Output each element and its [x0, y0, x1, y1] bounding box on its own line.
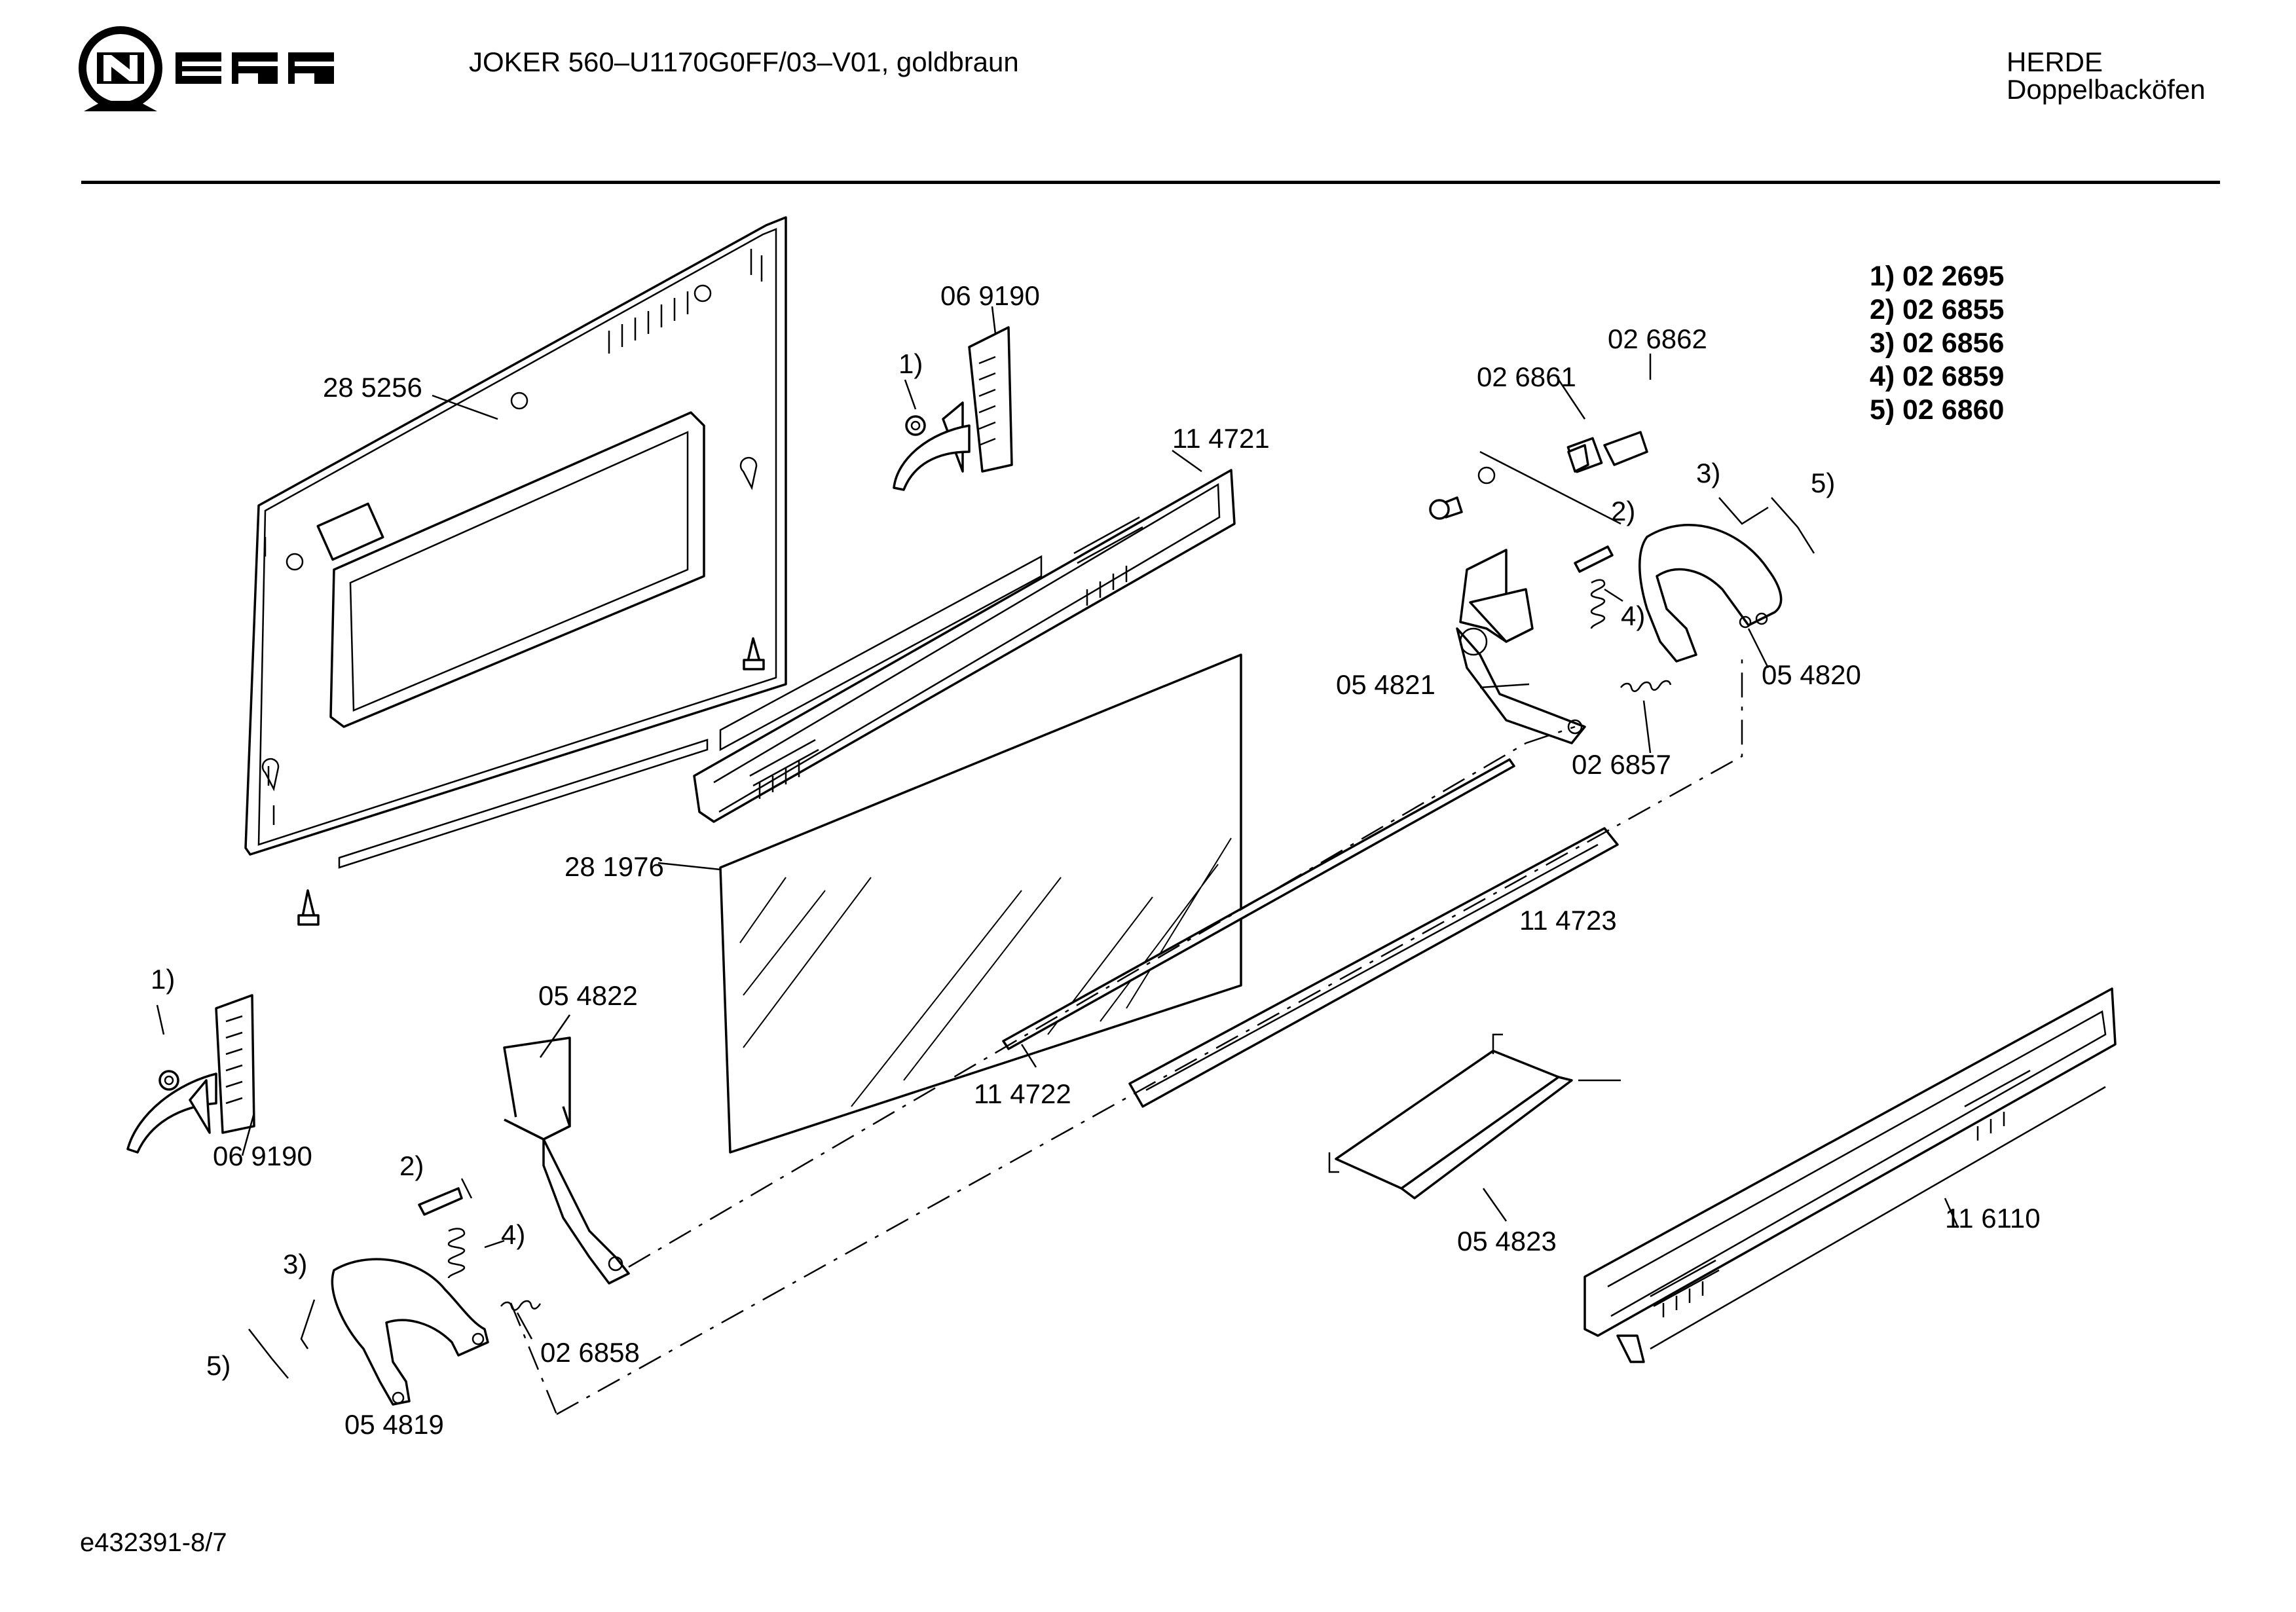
label-handle: 05 4823: [1457, 1226, 1557, 1256]
label-ref-5-right: 5): [1811, 467, 1835, 498]
hinge-top-part: [893, 326, 1013, 491]
door-panel-part: [244, 216, 787, 869]
document-code: e432391-8/7: [80, 1528, 227, 1557]
hinge-assembly-right-part: [1429, 431, 1815, 744]
handle-strip-top-part: [693, 469, 1236, 823]
label-ref-2-right: 2): [1611, 496, 1635, 526]
glass-pane-part: [719, 653, 1242, 1154]
label-ref-1-bottom: 1): [151, 964, 175, 995]
label-ref-3-left: 3): [283, 1249, 307, 1279]
label-bolt: 02 6862: [1608, 323, 1707, 354]
bottom-strip-part: [1583, 987, 2117, 1363]
label-hinge-arc-left: 05 4819: [344, 1409, 444, 1440]
legend-number: 02 6859: [1902, 361, 2004, 392]
label-ref-3-right: 3): [1696, 458, 1720, 488]
label-ref-2-left: 2): [399, 1150, 424, 1181]
label-cover-strip: 11 4723: [1519, 905, 1617, 936]
alignment-lines: [509, 655, 1743, 1416]
label-handle-strip-top: 11 4721: [1172, 423, 1270, 454]
label-bottom-strip: 11 6110: [1945, 1203, 2041, 1234]
legend-number: 02 2695: [1902, 261, 2004, 292]
legend-number: 02 6860: [1902, 394, 2004, 426]
label-hinge-bottom: 06 9190: [213, 1141, 312, 1171]
label-hinge-top: 06 9190: [940, 280, 1040, 311]
leader-lines: [156, 306, 1959, 1340]
category-label: HERDE: [2007, 46, 2103, 77]
legend-number: 02 6856: [1902, 327, 2004, 359]
legend-ref: 4): [1870, 361, 1895, 392]
hinge-bottom-part: [126, 994, 255, 1154]
label-ref-1-top: 1): [898, 348, 923, 379]
handle-part: [1328, 1033, 1573, 1200]
label-spring-right: 02 6857: [1572, 749, 1671, 780]
label-ref-5-left: 5): [206, 1350, 231, 1381]
label-glass-pane: 28 1976: [565, 851, 664, 882]
hinge-assembly-left-part: [248, 1036, 630, 1406]
label-hinge-arc-right: 05 4820: [1762, 659, 1861, 690]
label-ref-4-right: 4): [1621, 600, 1645, 631]
header-divider: [81, 181, 2220, 184]
parts-legend: 1) 02 2695 2) 02 6855 3) 02 6856 4) 02 6…: [1870, 261, 2004, 426]
label-spring-left: 02 6858: [540, 1337, 640, 1368]
legend-ref: 1): [1870, 261, 1895, 292]
label-bracket-right: 05 4821: [1336, 669, 1435, 700]
legend-number: 02 6855: [1902, 294, 2004, 325]
label-rod: 11 4722: [974, 1078, 1071, 1109]
label-pin: 02 6861: [1477, 361, 1576, 392]
screw-icon: [297, 637, 765, 926]
subcategory-label: Doppelbacköfen: [2007, 74, 2206, 105]
neff-logo: [79, 26, 334, 111]
legend-ref: 5): [1870, 394, 1895, 426]
cover-strip-part: [1128, 827, 1619, 1108]
legend-ref: 3): [1870, 327, 1895, 359]
label-ref-4-left: 4): [501, 1219, 525, 1250]
label-door-panel: 28 5256: [323, 372, 422, 403]
model-title: JOKER 560–U1170G0FF/03–V01, goldbraun: [469, 46, 1019, 77]
label-bracket-left: 05 4822: [538, 980, 638, 1011]
legend-ref: 2): [1870, 294, 1895, 325]
